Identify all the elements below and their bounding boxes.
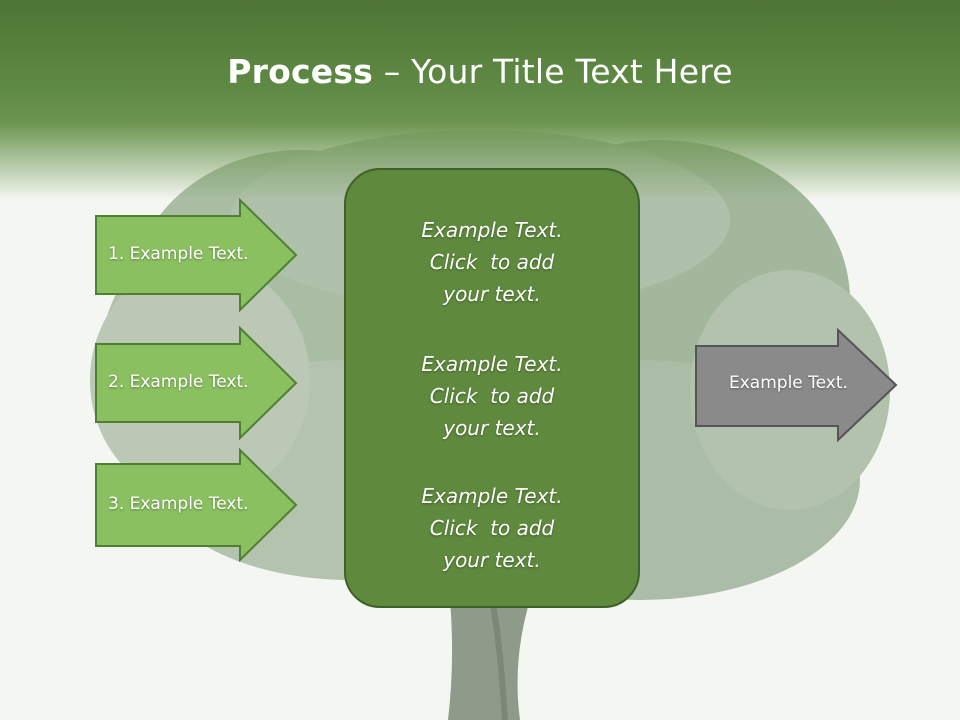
process-text-block-1: Example Text. Click to add your text. [346,214,638,310]
output-arrow-label: Example Text. [729,373,848,393]
block-2-line-3: your text. [443,416,541,440]
input-arrow-3[interactable] [94,448,300,562]
block-1-line-1: Example Text. [421,218,563,242]
block-3-line-1: Example Text. [421,484,563,508]
slide-title[interactable]: Process – Your Title Text Here [0,52,960,91]
process-box[interactable]: Example Text. Click to add your text. Ex… [344,168,640,608]
input-arrow-3-label: 3. Example Text. [108,494,249,514]
block-1-line-3: your text. [443,282,541,306]
title-header-band [0,0,960,200]
process-text-block-2: Example Text. Click to add your text. [346,348,638,444]
title-bold: Process [227,52,374,91]
input-arrow-2-label: 2. Example Text. [108,372,249,392]
block-2-line-2: Click to add [429,384,555,408]
title-rest: – Your Title Text Here [373,52,733,91]
block-3-line-3: your text. [443,548,541,572]
input-arrow-1[interactable] [94,198,300,312]
process-text-block-3: Example Text. Click to add your text. [346,480,638,576]
block-1-line-2: Click to add [429,250,555,274]
block-2-line-1: Example Text. [421,352,563,376]
block-3-line-2: Click to add [429,516,555,540]
input-arrow-2[interactable] [94,326,300,440]
input-arrow-1-label: 1. Example Text. [108,244,249,264]
output-arrow[interactable] [694,328,900,444]
